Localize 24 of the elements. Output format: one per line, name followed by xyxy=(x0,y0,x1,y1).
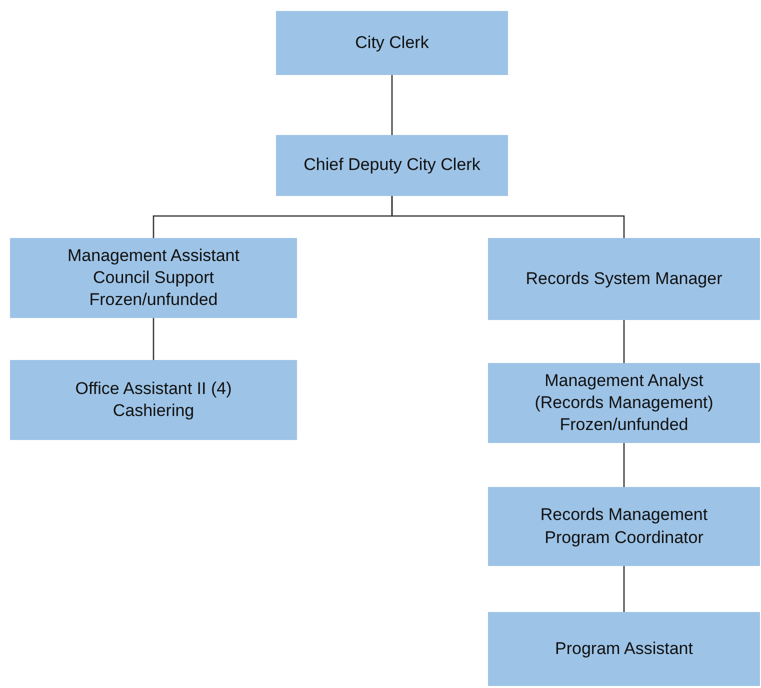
position-title: Management Assistant Council Support xyxy=(66,244,240,289)
position-box xyxy=(276,135,508,196)
connector-line xyxy=(623,320,625,363)
position-title: Chief Deputy City Clerk xyxy=(304,154,480,176)
position-title: Management Analyst (Records Management) xyxy=(534,370,714,414)
position-title: Office Assistant II (4) Cashiering xyxy=(74,378,233,422)
connector-line xyxy=(623,566,625,612)
connector-line xyxy=(391,75,393,135)
position-title: Frozen/unfunded xyxy=(89,289,218,312)
position-box xyxy=(488,238,760,320)
connector-line xyxy=(391,196,625,238)
position-title: City Clerk xyxy=(355,32,429,54)
position-title: Program Assistant xyxy=(555,638,693,660)
position-box xyxy=(276,11,508,75)
connector-line xyxy=(623,443,625,487)
connector-line xyxy=(152,318,154,360)
position-box xyxy=(10,238,297,318)
position-box xyxy=(488,487,760,566)
position-title: Records System Manager xyxy=(526,268,722,290)
position-box xyxy=(10,360,297,440)
position-title: Records Management Program Coordinator xyxy=(539,504,709,548)
position-title: Frozen/unfunded xyxy=(560,414,688,436)
position-box xyxy=(488,612,760,686)
position-box xyxy=(488,363,760,443)
